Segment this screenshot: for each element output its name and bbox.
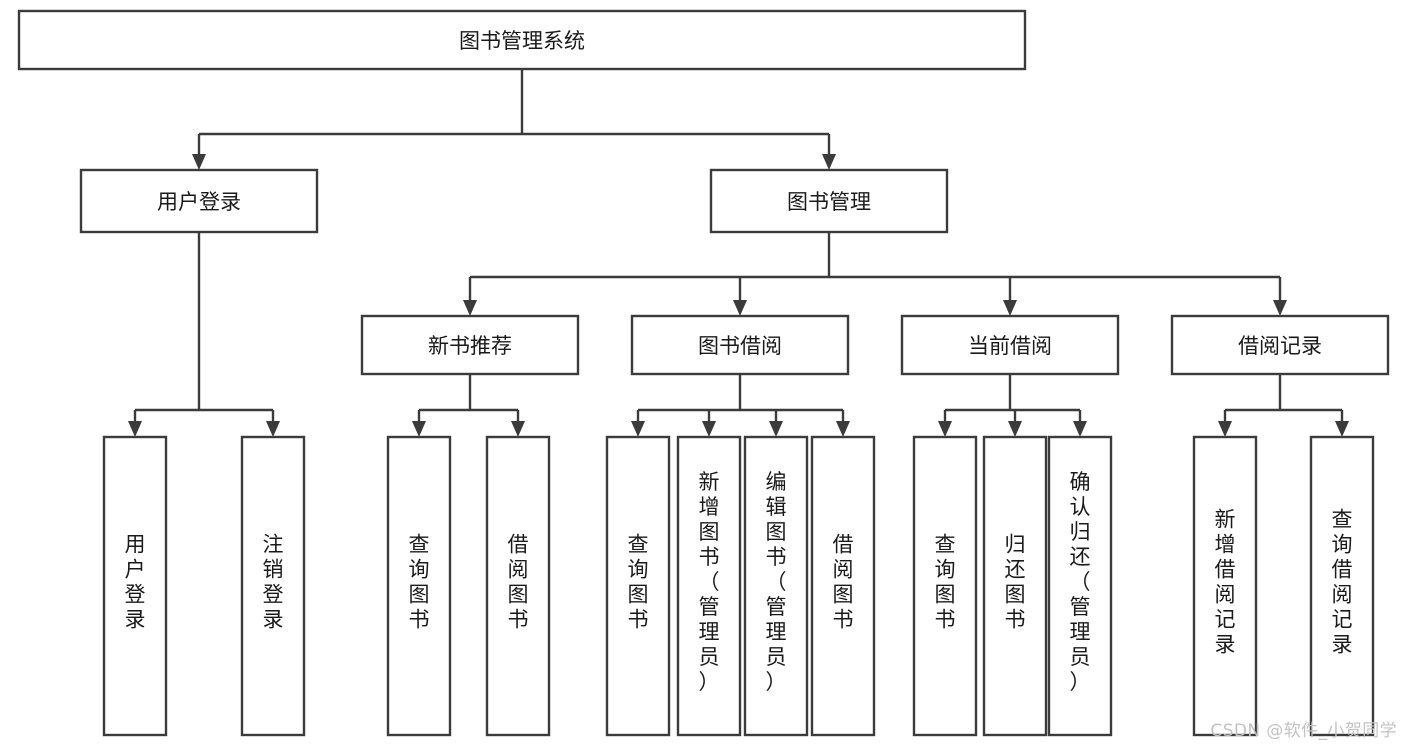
arrow-into-leaf-borrow-book-rec <box>511 421 525 437</box>
node-book-borrow-label: 图书借阅 <box>698 334 782 358</box>
arrow-into-leaf-query-book-current <box>938 421 952 437</box>
node-leaf-borrow-book-label: 借阅图书 <box>833 533 854 632</box>
arrow-into-level3-2 <box>1003 300 1017 316</box>
node-leaf-user-login[interactable]: 用户登录 <box>102 435 168 737</box>
node-root-label: 图书管理系统 <box>459 29 585 53</box>
node-book-borrow[interactable]: 图书借阅 <box>630 314 850 376</box>
node-leaf-query-book-current-box <box>912 435 978 737</box>
arrow-into-leaf-return-book <box>1008 421 1022 437</box>
arrow-into-leaf-confirm-return <box>1073 421 1087 437</box>
node-leaf-logout[interactable]: 注销登录 <box>240 435 306 737</box>
arrow-into-leaf-add-book <box>702 421 716 437</box>
node-leaf-confirm-return-label: 确认归还（管理员） <box>1070 470 1091 694</box>
node-leaf-query-book-borrow[interactable]: 查询图书 <box>605 435 671 737</box>
node-current-borrow-label: 当前借阅 <box>968 334 1052 358</box>
arrow-into-level3-3 <box>1273 300 1287 316</box>
node-book-manage[interactable]: 图书管理 <box>709 168 949 234</box>
node-leaf-query-record[interactable]: 查询借阅记录 <box>1309 435 1375 737</box>
node-leaf-return-book-box <box>982 435 1048 737</box>
node-current-borrow[interactable]: 当前借阅 <box>900 314 1120 376</box>
node-leaf-borrow-book-box <box>810 435 876 737</box>
node-leaf-add-record-box <box>1192 435 1258 737</box>
node-root-box <box>17 9 1027 71</box>
node-user-login-label: 用户登录 <box>157 190 241 214</box>
node-borrow-record-label: 借阅记录 <box>1238 334 1322 358</box>
connector-layer <box>128 69 1349 437</box>
arrow-into-leaf-query-record <box>1335 421 1349 437</box>
node-new-book-recommend-label: 新书推荐 <box>428 334 512 358</box>
node-leaf-query-book-current-label: 查询图书 <box>935 533 956 632</box>
arrow-into-leaf-logout <box>266 421 280 437</box>
node-layer: 图书管理系统用户登录图书管理新书推荐图书借阅当前借阅借阅记录用户登录注销登录查询… <box>17 9 1390 737</box>
node-borrow-record-box <box>1170 314 1390 376</box>
node-leaf-edit-book-label: 编辑图书（管理员） <box>766 470 787 694</box>
node-leaf-return-book[interactable]: 归还图书 <box>982 435 1048 737</box>
node-leaf-logout-box <box>240 435 306 737</box>
arrow-into-level2-1 <box>822 154 836 170</box>
node-leaf-query-record-box <box>1309 435 1375 737</box>
arrow-into-leaf-user-login <box>128 421 142 437</box>
arrow-into-leaf-add-record <box>1218 421 1232 437</box>
arrow-into-level2-0 <box>192 154 206 170</box>
arrow-into-level3-1 <box>733 300 747 316</box>
node-leaf-query-book-rec[interactable]: 查询图书 <box>386 435 452 737</box>
arrow-into-leaf-borrow-book <box>836 421 850 437</box>
node-leaf-return-book-label: 归还图书 <box>1005 533 1026 632</box>
arrow-into-level3-0 <box>463 300 477 316</box>
node-leaf-confirm-return-box <box>1047 435 1113 737</box>
node-leaf-add-record[interactable]: 新增借阅记录 <box>1192 435 1258 737</box>
node-leaf-borrow-book-rec-label: 借阅图书 <box>508 533 529 632</box>
node-leaf-add-book[interactable]: 新增图书（管理员） <box>676 435 742 737</box>
node-leaf-user-login-box <box>102 435 168 737</box>
node-leaf-query-book-rec-label: 查询图书 <box>409 533 430 632</box>
node-new-book-recommend-box <box>360 314 580 376</box>
arrow-into-leaf-edit-book <box>769 421 783 437</box>
node-book-borrow-box <box>630 314 850 376</box>
node-root[interactable]: 图书管理系统 <box>17 9 1027 71</box>
node-user-login-box <box>79 168 319 234</box>
node-book-manage-label: 图书管理 <box>787 190 871 214</box>
node-leaf-user-login-label: 用户登录 <box>125 533 146 632</box>
node-leaf-query-book-rec-box <box>386 435 452 737</box>
node-user-login[interactable]: 用户登录 <box>79 168 319 234</box>
node-leaf-logout-label: 注销登录 <box>263 533 284 632</box>
node-leaf-borrow-book[interactable]: 借阅图书 <box>810 435 876 737</box>
node-leaf-borrow-book-rec[interactable]: 借阅图书 <box>485 435 551 737</box>
node-leaf-edit-book-box <box>743 435 809 737</box>
arrow-into-leaf-query-book-rec <box>412 421 426 437</box>
node-leaf-query-book-borrow-label: 查询图书 <box>628 533 649 632</box>
node-leaf-add-record-label: 新增借阅记录 <box>1215 508 1236 657</box>
node-leaf-edit-book[interactable]: 编辑图书（管理员） <box>743 435 809 737</box>
node-leaf-borrow-book-rec-box <box>485 435 551 737</box>
node-current-borrow-box <box>900 314 1120 376</box>
node-leaf-add-book-label: 新增图书（管理员） <box>699 470 720 694</box>
node-new-book-recommend[interactable]: 新书推荐 <box>360 314 580 376</box>
node-leaf-query-record-label: 查询借阅记录 <box>1332 508 1353 657</box>
node-leaf-query-book-current[interactable]: 查询图书 <box>912 435 978 737</box>
node-leaf-confirm-return[interactable]: 确认归还（管理员） <box>1047 435 1113 737</box>
node-leaf-query-book-borrow-box <box>605 435 671 737</box>
node-book-manage-box <box>709 168 949 234</box>
arrow-into-leaf-query-book-borrow <box>631 421 645 437</box>
node-borrow-record[interactable]: 借阅记录 <box>1170 314 1390 376</box>
node-leaf-add-book-box <box>676 435 742 737</box>
